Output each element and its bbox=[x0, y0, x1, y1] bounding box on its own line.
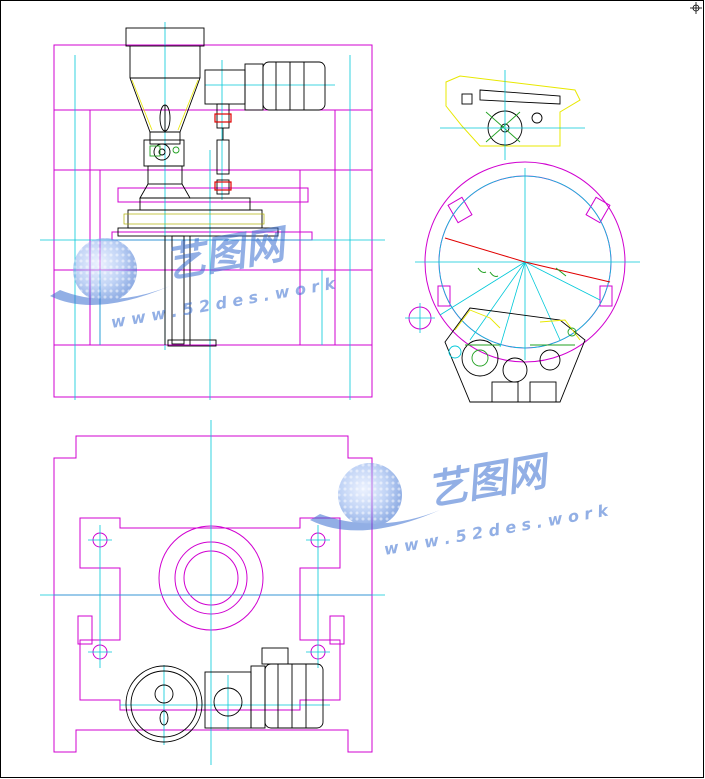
hopper-plan bbox=[125, 665, 203, 743]
watermark-url: w w w . 5 2 d e s . w o r k bbox=[109, 274, 337, 332]
side-detail-view bbox=[405, 161, 640, 403]
watermark-title: 艺图网 bbox=[424, 448, 556, 515]
watermark-title: 艺图网 bbox=[162, 221, 294, 288]
watermark-bottom: 艺图网 w w w . 5 2 d e s . w o r k bbox=[310, 448, 611, 559]
drive-motor bbox=[204, 61, 326, 111]
watermark-top: 艺图网 w w w . 5 2 d e s . w o r k bbox=[50, 221, 338, 332]
watermark-url: w w w . 5 2 d e s . w o r k bbox=[382, 501, 610, 559]
globe-swoosh-icon bbox=[310, 463, 440, 531]
motor-plan bbox=[204, 647, 324, 729]
turntable bbox=[117, 197, 279, 347]
corner-mark-icon bbox=[690, 2, 702, 14]
bracket-detail-view bbox=[440, 70, 585, 160]
top-plan-view bbox=[40, 420, 385, 765]
hopper bbox=[125, 27, 205, 145]
drive-cluster bbox=[444, 307, 586, 403]
front-elevation-view bbox=[40, 22, 385, 400]
globe-swoosh-icon bbox=[50, 238, 170, 305]
rotary-valve bbox=[139, 139, 191, 199]
coupling-shaft bbox=[216, 103, 230, 195]
